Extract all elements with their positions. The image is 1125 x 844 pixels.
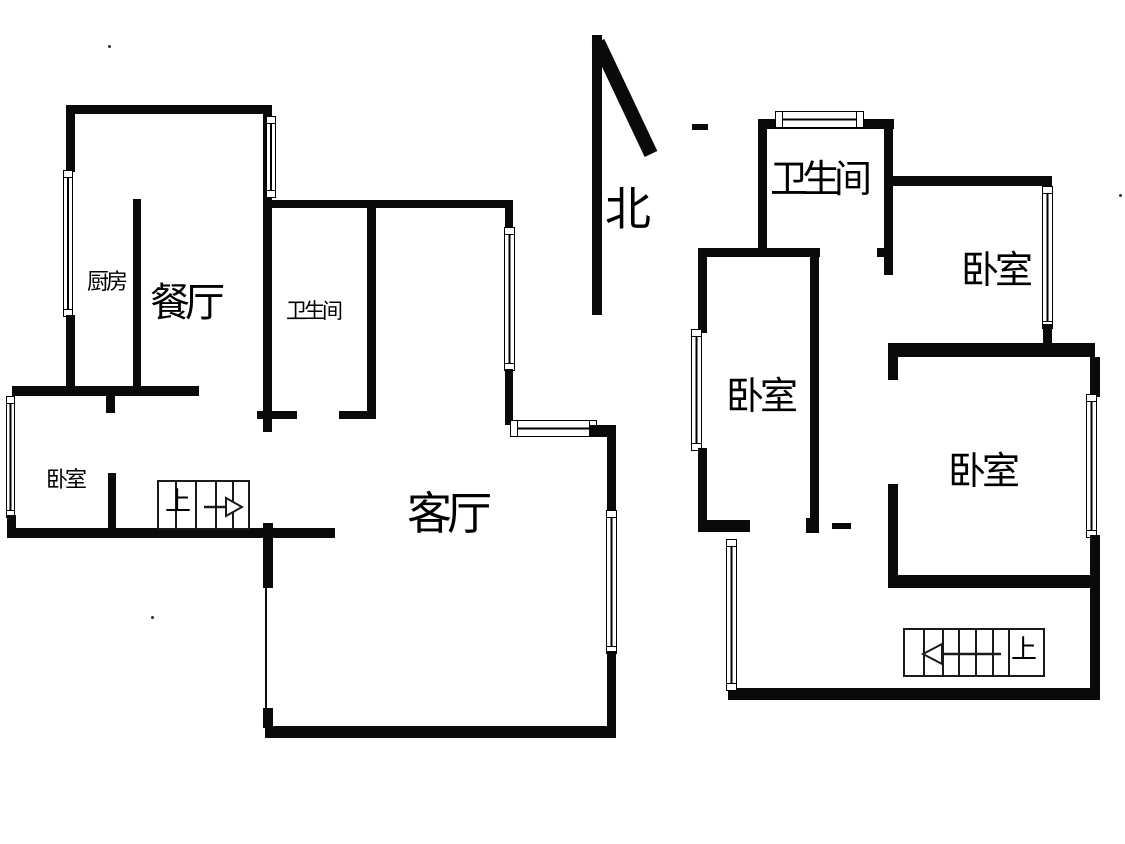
wall xyxy=(884,176,1052,186)
wall xyxy=(133,199,141,395)
wall xyxy=(884,119,893,275)
wall xyxy=(263,200,513,208)
window xyxy=(6,396,15,518)
wall xyxy=(698,448,707,532)
opening-line xyxy=(265,587,267,710)
room-label-bedroom-top-right: 卧室 xyxy=(961,248,1033,292)
wall xyxy=(263,708,273,728)
wall xyxy=(339,411,376,419)
room-label-living: 客厅 xyxy=(407,487,492,540)
wall xyxy=(505,200,513,229)
wall xyxy=(1090,357,1100,397)
stair-up-label: 上 xyxy=(1011,635,1038,665)
scan-artifact-dot xyxy=(1119,194,1122,197)
room-label-bathroom-f1: 卫生间 xyxy=(286,299,343,323)
window xyxy=(1042,186,1053,329)
wall xyxy=(806,518,819,533)
window xyxy=(691,329,702,451)
wall xyxy=(13,528,335,538)
wall xyxy=(505,369,513,425)
room-label-bedroom-bottom-right: 卧室 xyxy=(948,449,1020,493)
stair-up-label: 上 xyxy=(165,487,192,517)
north-arrow-icon xyxy=(591,35,658,315)
wall xyxy=(589,425,616,437)
staircase-up xyxy=(157,480,250,530)
wall xyxy=(265,726,616,738)
window xyxy=(63,170,73,317)
wall xyxy=(1043,324,1052,352)
wall xyxy=(108,473,116,530)
window xyxy=(726,539,737,691)
wall xyxy=(888,343,1095,357)
stair-tread xyxy=(215,482,217,528)
stair-tread xyxy=(975,630,977,675)
wall xyxy=(728,688,1100,700)
window xyxy=(510,420,597,437)
window xyxy=(504,227,515,371)
wall xyxy=(698,520,750,532)
staircase-up xyxy=(903,628,1045,677)
wall xyxy=(1090,535,1100,700)
wall xyxy=(367,208,376,419)
window xyxy=(1086,394,1097,538)
wall xyxy=(12,386,199,396)
window xyxy=(266,116,276,198)
wall xyxy=(263,208,272,432)
wall xyxy=(888,343,898,380)
wall xyxy=(607,437,616,513)
wall xyxy=(1043,176,1052,190)
wall xyxy=(758,119,767,257)
room-label-dining: 餐厅 xyxy=(150,280,225,326)
wall xyxy=(698,248,820,257)
window xyxy=(775,111,864,128)
stair-tread xyxy=(958,630,960,675)
wall xyxy=(263,523,273,588)
scan-artifact-dot xyxy=(151,616,154,619)
north-label: 北 xyxy=(605,182,651,236)
room-label-bathroom-f2: 卫生间 xyxy=(770,157,872,201)
stair-tread xyxy=(175,482,177,528)
scan-artifact-dot xyxy=(108,45,111,48)
window xyxy=(606,510,617,654)
stair-tread xyxy=(195,482,197,528)
wall xyxy=(66,105,75,172)
wall xyxy=(698,248,707,333)
stair-direction-arrow-icon xyxy=(204,496,245,518)
room-label-bedroom-left: 卧室 xyxy=(726,374,798,418)
wall xyxy=(888,575,1100,588)
wall xyxy=(106,396,115,413)
wall xyxy=(66,105,272,114)
stair-tread xyxy=(1008,630,1010,675)
wall xyxy=(7,515,16,538)
stair-direction-arrow-icon xyxy=(920,642,1001,666)
wall xyxy=(257,411,297,419)
tick-mark xyxy=(832,523,851,529)
tick-mark xyxy=(692,124,708,130)
stair-tread xyxy=(992,630,994,675)
wall xyxy=(810,248,819,533)
wall xyxy=(888,484,898,588)
wall xyxy=(66,315,75,395)
room-label-kitchen: 厨房 xyxy=(87,270,128,295)
room-label-bedroom-f1: 卧室 xyxy=(46,468,87,493)
wall xyxy=(877,248,893,257)
wall xyxy=(607,651,616,738)
